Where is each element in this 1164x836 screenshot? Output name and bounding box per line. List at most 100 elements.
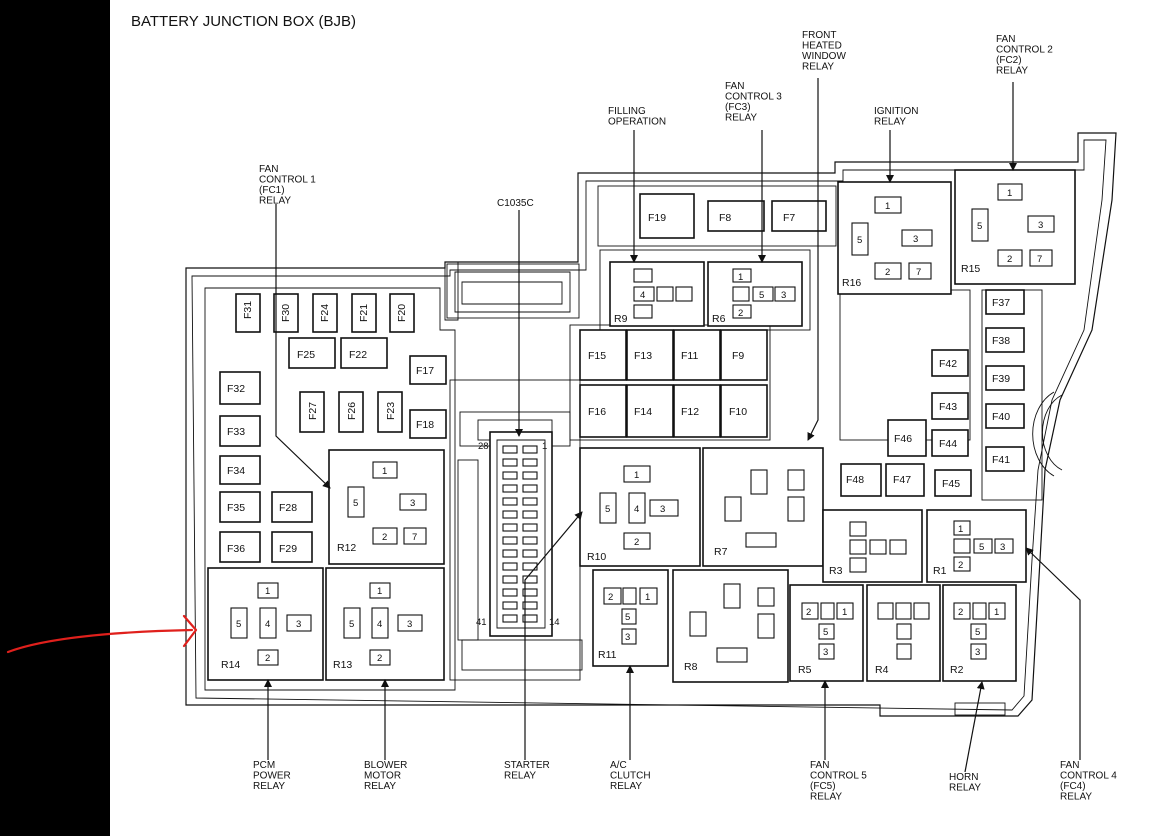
svg-text:F16: F16	[588, 406, 606, 418]
svg-text:3: 3	[296, 619, 301, 630]
fuse-f10: F10	[720, 384, 768, 438]
callout-line: RELAY	[1060, 792, 1092, 803]
svg-text:1: 1	[842, 607, 847, 618]
callout-line: FILLING	[608, 106, 646, 117]
svg-text:F48: F48	[846, 474, 864, 486]
fuse-f33: F33	[219, 415, 261, 447]
fuse-f21: F21	[351, 293, 377, 333]
fuse-f47: F47	[885, 463, 925, 497]
callout-line: HEATED	[802, 41, 842, 52]
svg-text:F11: F11	[681, 350, 698, 362]
connector-pin	[502, 484, 518, 493]
svg-text:F32: F32	[227, 383, 245, 395]
callout-line: (FC2)	[996, 55, 1022, 66]
svg-text:2: 2	[377, 653, 382, 664]
fuse-f9: F9	[720, 329, 768, 381]
svg-text:F27: F27	[307, 402, 319, 420]
connector-pin	[502, 588, 518, 597]
connector-pin	[522, 588, 538, 597]
connector-pin	[502, 536, 518, 545]
svg-text:F15: F15	[588, 350, 606, 362]
svg-text:F37: F37	[992, 297, 1010, 309]
callout-line: FAN	[810, 760, 829, 771]
connector-pin	[502, 497, 518, 506]
svg-text:1: 1	[265, 586, 270, 597]
svg-text:1: 1	[885, 201, 890, 212]
svg-text:F7: F7	[783, 212, 795, 224]
callout-line: FAN	[725, 81, 744, 92]
fuse-f44: F44	[931, 429, 969, 457]
svg-text:R4: R4	[875, 664, 889, 676]
fuse-f13: F13	[626, 329, 674, 381]
callout-line: FAN	[1060, 760, 1079, 771]
svg-text:F14: F14	[634, 406, 652, 418]
svg-text:2: 2	[738, 308, 743, 319]
svg-text:1: 1	[382, 466, 387, 477]
callout-line: CONTROL 3	[725, 92, 782, 103]
svg-text:R12: R12	[337, 542, 356, 554]
svg-text:4: 4	[634, 504, 639, 515]
svg-text:3: 3	[1000, 542, 1005, 553]
svg-text:3: 3	[407, 619, 412, 630]
svg-text:F42: F42	[939, 358, 957, 370]
relay-r4: R4	[866, 584, 941, 682]
svg-text:F20: F20	[396, 304, 408, 322]
svg-text:F21: F21	[358, 304, 370, 322]
svg-text:R5: R5	[798, 664, 812, 676]
svg-text:F43: F43	[939, 401, 957, 413]
callout-line: STARTER	[504, 760, 550, 771]
connector-pin	[522, 549, 538, 558]
fuse-f46: F46	[887, 419, 927, 457]
svg-text:3: 3	[1038, 220, 1043, 231]
svg-text:2: 2	[958, 607, 963, 618]
fuse-f22: F22	[340, 337, 388, 369]
callout-line: CONTROL 2	[996, 45, 1053, 56]
svg-text:2: 2	[885, 267, 890, 278]
connector-pin	[502, 562, 518, 571]
svg-text:1: 1	[958, 524, 963, 535]
svg-text:5: 5	[975, 627, 980, 638]
svg-text:3: 3	[625, 632, 630, 643]
svg-text:F46: F46	[894, 433, 912, 445]
svg-text:F22: F22	[349, 349, 367, 361]
fuse-f38: F38	[985, 327, 1025, 353]
fuse-f26: F26	[338, 391, 364, 433]
fuse-f15: F15	[579, 329, 627, 381]
callout-line: IGNITION	[874, 106, 918, 117]
svg-text:F40: F40	[992, 411, 1010, 423]
connector-pin	[502, 549, 518, 558]
svg-text:F41: F41	[992, 454, 1010, 466]
relay-r14: 1 5 4 3 2 R14	[207, 567, 324, 681]
svg-text:1: 1	[377, 586, 382, 597]
svg-text:R1: R1	[933, 565, 947, 577]
callout-line: FAN	[259, 164, 278, 175]
relay-r1: 1 5 3 2 R1	[926, 509, 1027, 583]
connector-pin	[502, 445, 518, 454]
connector-pin	[502, 614, 518, 623]
svg-text:4: 4	[377, 619, 382, 630]
svg-text:1: 1	[738, 272, 743, 283]
fuse-f18: F18	[409, 409, 447, 439]
svg-text:5: 5	[236, 619, 241, 630]
svg-text:R8: R8	[684, 661, 698, 673]
callout-line: RELAY	[364, 781, 396, 792]
callout-c1035c: C1035C	[497, 198, 534, 209]
fuse-f12: F12	[673, 384, 721, 438]
callout-line: (FC3)	[725, 102, 751, 113]
fuse-f48: F48	[840, 463, 882, 497]
relay-r6: 1 5 3 2 R6	[707, 261, 803, 327]
callout-line: RELAY	[810, 792, 842, 803]
svg-text:1: 1	[634, 470, 639, 481]
fuse-f11: F11	[673, 329, 721, 381]
callout-line: RELAY	[725, 113, 757, 124]
callout-line: RELAY	[949, 783, 981, 794]
callout-line: CLUTCH	[610, 771, 651, 782]
callout-line: PCM	[253, 760, 275, 771]
connector-pin	[522, 510, 538, 519]
